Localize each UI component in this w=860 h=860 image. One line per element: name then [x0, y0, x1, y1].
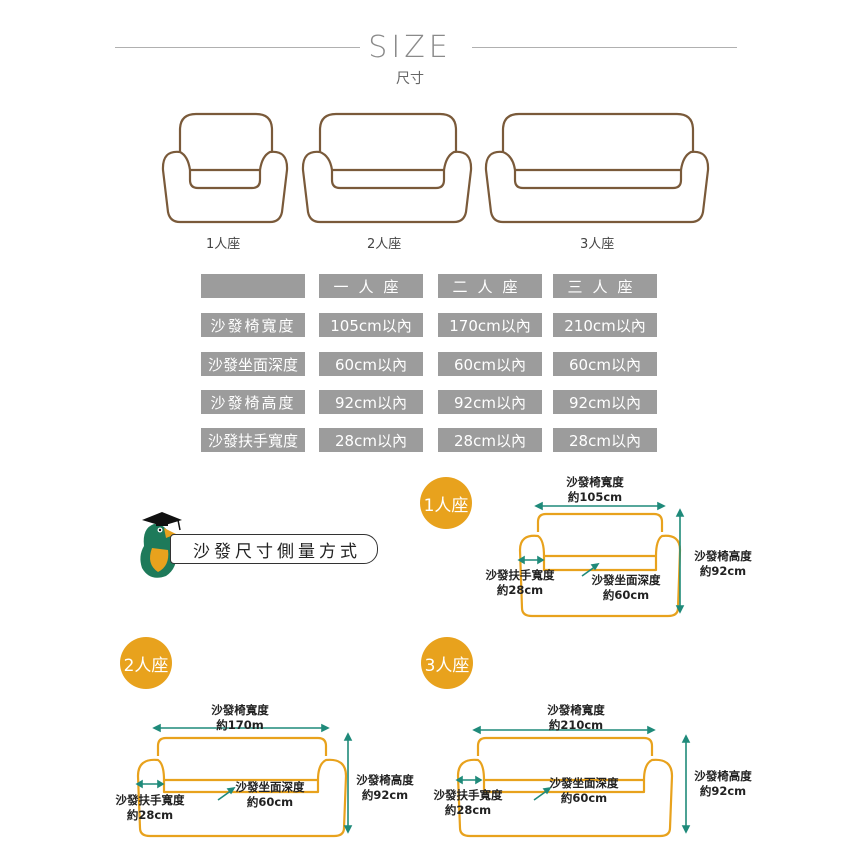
bird-mascot-icon: [140, 512, 182, 578]
table-cell: 60cm以內: [438, 352, 542, 376]
width-value: 約210cm: [548, 718, 604, 732]
table-cell: 28cm以內: [438, 428, 542, 452]
arm-label: 沙發扶手寬度: [115, 793, 185, 807]
dim-1-height: 沙發椅高度 約92cm: [688, 549, 758, 579]
depth-label: 沙發坐面深度: [549, 776, 619, 790]
sofa-3-seat-icon: [484, 112, 710, 224]
arm-value: 約28cm: [444, 803, 492, 817]
page-subtitle: 尺寸: [396, 71, 424, 87]
table-corner: [201, 274, 305, 298]
table-row-header: 沙發扶手寬度: [201, 428, 305, 452]
table-cell: 28cm以內: [553, 428, 657, 452]
dim-2-height: 沙發椅高度 約92cm: [350, 773, 420, 803]
table-cell: 170cm以內: [438, 313, 542, 337]
measure-method-banner: 沙發尺寸側量方式: [170, 534, 378, 564]
width-value: 約170m: [216, 718, 264, 732]
header-line-left: [115, 47, 360, 48]
arm-value: 約28cm: [126, 808, 174, 822]
table-cell: 60cm以內: [553, 352, 657, 376]
diagram-3-seat: [455, 725, 691, 838]
height-value: 約92cm: [699, 564, 747, 578]
arm-label: 沙發扶手寬度: [433, 788, 503, 802]
dim-1-arm: 沙發扶手寬度 約28cm: [476, 568, 564, 598]
table-cell: 92cm以內: [553, 390, 657, 414]
table-col-header: 三人座: [553, 274, 657, 298]
table-cell: 60cm以內: [319, 352, 423, 376]
table-cell: 92cm以內: [438, 390, 542, 414]
table-row-header: 沙發椅高度: [201, 390, 305, 414]
arm-value: 約28cm: [496, 583, 544, 597]
header-line-right: [472, 47, 737, 48]
dim-2-arm: 沙發扶手寬度 約28cm: [106, 793, 194, 823]
height-label: 沙發椅高度: [694, 549, 752, 563]
depth-value: 約60cm: [560, 791, 608, 805]
height-value: 約92cm: [699, 784, 747, 798]
height-label: 沙發椅高度: [356, 773, 414, 787]
table-cell: 105cm以內: [319, 313, 423, 337]
diagram-2-seat: [135, 723, 353, 838]
badge-2-seat: 2人座: [120, 637, 172, 689]
sofa-label-1: 1人座: [206, 237, 241, 252]
page-title: SIZE: [368, 30, 452, 65]
dim-3-depth: 沙發坐面深度 約60cm: [542, 776, 626, 806]
table-col-header: 一人座: [319, 274, 423, 298]
dim-2-width: 沙發椅寬度 約170m: [190, 703, 290, 733]
table-cell: 92cm以內: [319, 390, 423, 414]
height-value: 約92cm: [361, 788, 409, 802]
table-row-header: 沙發椅寬度: [201, 313, 305, 337]
dim-3-width: 沙發椅寬度 約210cm: [526, 703, 626, 733]
sofa-label-3: 3人座: [580, 237, 615, 252]
width-label: 沙發椅寬度: [211, 703, 269, 717]
sofa-icons: [161, 112, 710, 224]
table-cell: 210cm以內: [553, 313, 657, 337]
height-label: 沙發椅高度: [694, 769, 752, 783]
table-row-header: 沙發坐面深度: [201, 352, 305, 376]
sofa-label-2: 2人座: [367, 237, 402, 252]
sofa-1-seat-icon: [161, 112, 289, 224]
depth-value: 約60cm: [602, 588, 650, 602]
depth-label: 沙發坐面深度: [235, 780, 305, 794]
table-col-header: 二人座: [438, 274, 542, 298]
table-cell: 28cm以內: [319, 428, 423, 452]
depth-value: 約60cm: [246, 795, 294, 809]
dim-3-arm: 沙發扶手寬度 約28cm: [424, 788, 512, 818]
dim-3-height: 沙發椅高度 約92cm: [688, 769, 758, 799]
depth-label: 沙發坐面深度: [591, 573, 661, 587]
dim-1-depth: 沙發坐面深度 約60cm: [584, 573, 668, 603]
sofa-2-seat-icon: [301, 112, 473, 224]
width-label: 沙發椅寬度: [547, 703, 605, 717]
badge-1-seat: 1人座: [420, 477, 472, 529]
diagram-1-seat: [517, 501, 685, 618]
badge-3-seat: 3人座: [421, 637, 473, 689]
dim-2-depth: 沙發坐面深度 約60cm: [228, 780, 312, 810]
arm-label: 沙發扶手寬度: [485, 568, 555, 582]
dim-1-width: 沙發椅寬度 約105cm: [545, 475, 645, 505]
width-label: 沙發椅寬度: [566, 475, 624, 489]
width-value: 約105cm: [567, 490, 623, 504]
